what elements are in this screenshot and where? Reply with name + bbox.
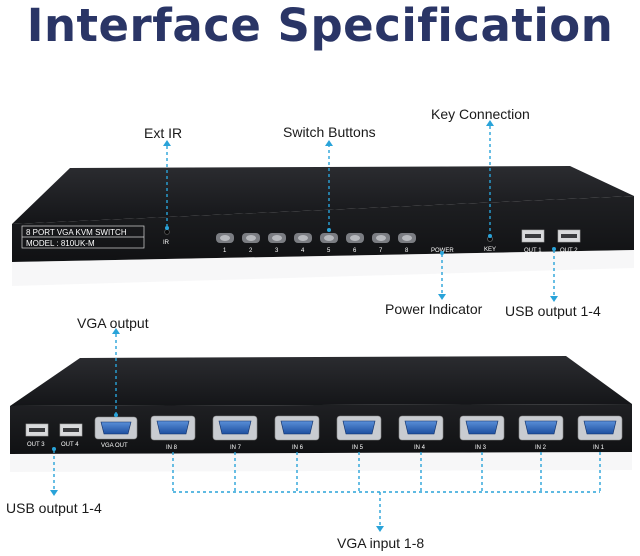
usb-output-back-callout: USB output 1-4 xyxy=(6,500,102,516)
vga-input-label: IN 1 xyxy=(593,445,605,451)
ext-ir-callout: Ext IR xyxy=(144,125,183,141)
switch-button-label: 8 xyxy=(405,248,409,254)
vga-input-in2[interactable]: IN 2 xyxy=(518,415,564,451)
vga-out-port[interactable] xyxy=(94,416,138,440)
switch-button-label: 6 xyxy=(353,248,357,254)
switch-button-label: 4 xyxy=(301,248,305,254)
vga-input-label: IN 6 xyxy=(292,445,304,451)
vga-input-in3[interactable]: IN 3 xyxy=(459,415,505,451)
vga-input-label: IN 8 xyxy=(166,445,178,451)
power-label: POWER xyxy=(431,248,454,254)
usb-out1-label: OUT 1 xyxy=(524,248,542,254)
switch-button-4[interactable]: 4 xyxy=(294,233,312,254)
switch-button-1[interactable]: 1 xyxy=(216,233,234,254)
key-label: KEY xyxy=(484,247,496,253)
vga-input-label: IN 7 xyxy=(230,445,242,451)
usb-out3-label: OUT 3 xyxy=(27,442,45,448)
back-unit-top xyxy=(10,356,632,406)
vga-input-in7[interactable]: IN 7 xyxy=(212,415,258,451)
vga-input-in6[interactable]: IN 6 xyxy=(274,415,320,451)
page-title: Interface Specification xyxy=(26,0,614,52)
ir-label: IR xyxy=(163,240,170,246)
vga-input-ports: IN 8 IN 7 IN 6 IN 5 IN 4 IN 3 IN 2 IN 1 xyxy=(150,415,623,451)
front-unit-top xyxy=(12,166,634,224)
vga-input-callout: VGA input 1-8 xyxy=(337,535,425,551)
switch-button-6[interactable]: 6 xyxy=(346,233,364,254)
switch-button-label: 3 xyxy=(275,248,279,254)
vga-input-in5[interactable]: IN 5 xyxy=(336,415,382,451)
switch-button-2[interactable]: 2 xyxy=(242,233,260,254)
vga-input-in1[interactable]: IN 1 xyxy=(577,415,623,451)
callout-lines xyxy=(53,126,601,526)
model-text: MODEL : 810UK-M xyxy=(26,239,95,248)
vga-input-label: IN 5 xyxy=(352,445,364,451)
vga-out-label: VGA OUT xyxy=(101,443,128,449)
usb-output-front-callout: USB output 1-4 xyxy=(505,303,601,319)
back-unit: OUT 3 OUT 4 VGA OUT IN 8 IN 7 IN 6 IN 5 … xyxy=(10,356,632,472)
switch-buttons: 1 2 3 4 5 6 7 8 xyxy=(216,233,416,254)
usb-port-out1[interactable] xyxy=(521,229,545,243)
vga-input-label: IN 4 xyxy=(414,445,426,451)
vga-input-label: IN 2 xyxy=(535,445,547,451)
switch-button-label: 2 xyxy=(249,248,253,254)
vga-output-callout: VGA output xyxy=(77,315,149,331)
switch-button-8[interactable]: 8 xyxy=(398,233,416,254)
usb-port-out4[interactable] xyxy=(59,423,83,437)
vga-input-in8[interactable]: IN 8 xyxy=(150,415,196,451)
usb-out2-label: OUT 2 xyxy=(560,248,578,254)
usb-port-out3[interactable] xyxy=(25,423,49,437)
product-line-text: 8 PORT VGA KVM SWITCH xyxy=(26,228,127,237)
power-indicator-callout: Power Indicator xyxy=(385,301,483,317)
vga-input-in4[interactable]: IN 4 xyxy=(398,415,444,451)
usb-out4-label: OUT 4 xyxy=(61,442,79,448)
switch-buttons-callout: Switch Buttons xyxy=(283,124,376,140)
switch-button-label: 5 xyxy=(327,248,331,254)
callout-arrowheads xyxy=(50,120,558,532)
front-unit: 8 PORT VGA KVM SWITCH MODEL : 810UK-M IR… xyxy=(12,166,634,286)
ir-sensor xyxy=(164,229,170,235)
front-unit-face xyxy=(12,196,634,262)
switch-button-3[interactable]: 3 xyxy=(268,233,286,254)
key-connection-callout: Key Connection xyxy=(431,106,530,122)
switch-button-label: 7 xyxy=(379,248,383,254)
switch-button-label: 1 xyxy=(223,248,227,254)
switch-button-5[interactable]: 5 xyxy=(320,233,338,254)
vga-input-label: IN 3 xyxy=(475,445,487,451)
usb-port-out2[interactable] xyxy=(557,229,581,243)
switch-button-7[interactable]: 7 xyxy=(372,233,390,254)
